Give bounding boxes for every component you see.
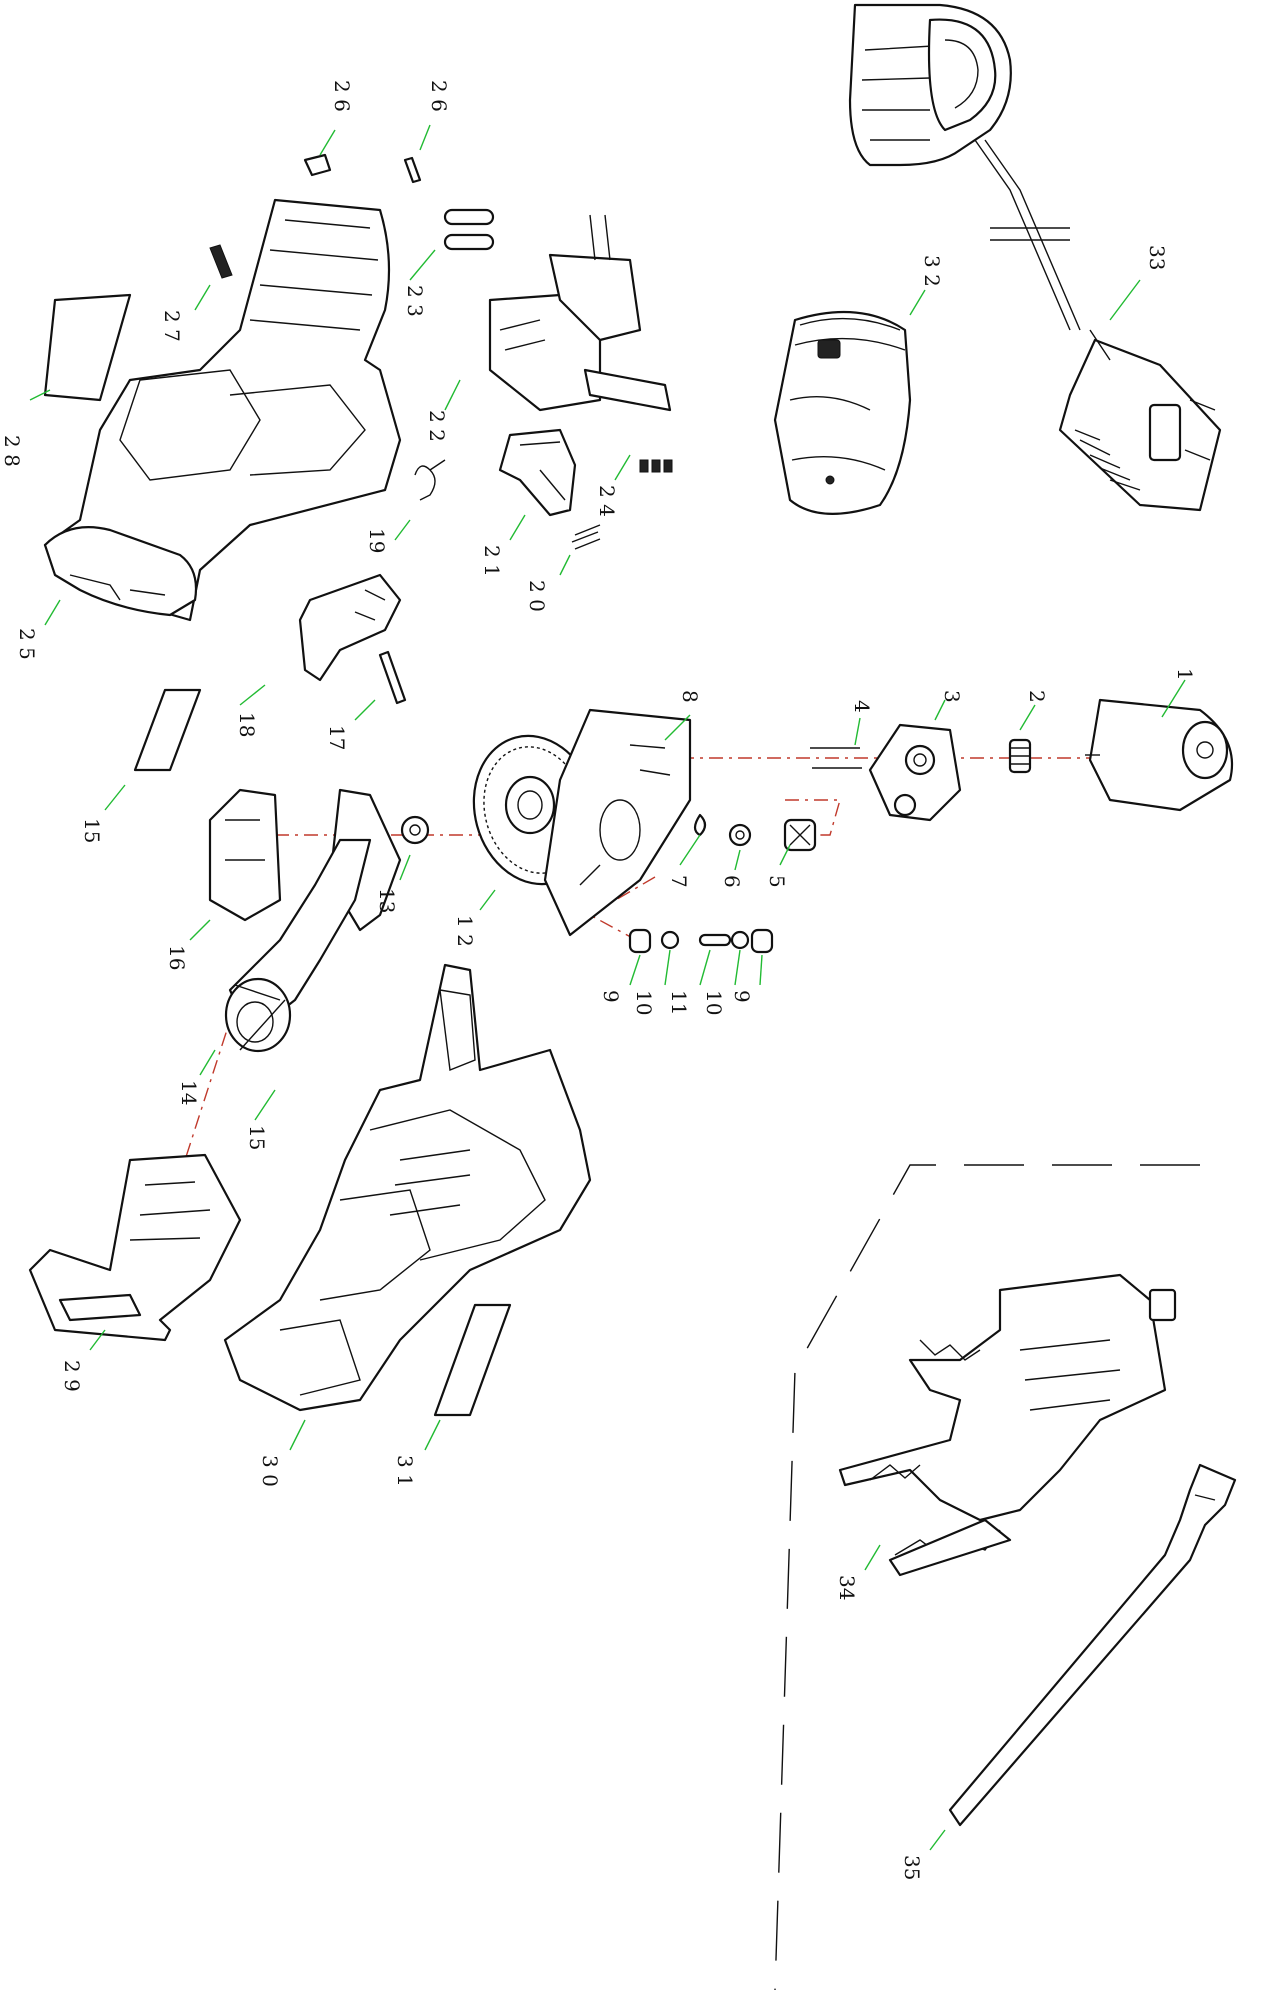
label-7: 7 <box>667 875 691 888</box>
label-15b: 15 <box>245 1125 269 1150</box>
battery <box>773 310 912 515</box>
label-31: 3 1 <box>393 1455 417 1487</box>
label-1: 1 <box>1173 668 1197 681</box>
label-24: 2 4 <box>595 485 619 517</box>
upper-housing <box>43 198 402 622</box>
charger-adapter <box>1058 329 1222 512</box>
label-17: 17 <box>325 725 349 750</box>
label-16: 16 <box>165 945 189 970</box>
label-26a: 2 6 <box>330 80 354 112</box>
leader-lines <box>29 124 1186 1851</box>
label-33: 33 <box>1145 245 1169 270</box>
label-20: 2 0 <box>525 580 549 612</box>
label-5: 5 <box>765 875 789 888</box>
label-11: 11 <box>667 990 691 1015</box>
label-35: 35 <box>900 1855 924 1880</box>
label-32: 3 2 <box>920 255 944 287</box>
label-10b: 10 <box>702 990 726 1015</box>
label-12: 1 2 <box>453 915 477 947</box>
label-19: 19 <box>365 528 389 553</box>
assembly-axes <box>184 757 1120 1161</box>
label-4: 4 <box>850 700 874 713</box>
label-10a: 10 <box>632 990 656 1015</box>
battery-pack-with-charger <box>848 3 1081 331</box>
shaft-assembly <box>224 838 372 1053</box>
label-6: 6 <box>720 875 744 888</box>
cover-plate-and-pin <box>298 573 407 705</box>
label-34: 34 <box>835 1575 859 1600</box>
trigger-and-springs <box>414 428 673 550</box>
saw-blade <box>948 1463 1237 1827</box>
label-9b: 9 <box>730 990 754 1003</box>
label-3: 3 <box>940 690 964 703</box>
jaw-attachment <box>838 1273 1177 1577</box>
label-29: 2 9 <box>60 1360 84 1392</box>
label-13: 13 <box>375 888 399 913</box>
label-9a: 9 <box>599 990 623 1003</box>
label-14: 14 <box>177 1080 201 1105</box>
label-22: 2 2 <box>425 410 449 442</box>
handle-housing <box>223 963 592 1412</box>
label-18: 18 <box>235 712 259 737</box>
base-plate <box>543 708 692 937</box>
motor-group <box>810 698 1234 822</box>
label-28: 2 8 <box>0 435 24 467</box>
label-8: 8 <box>678 690 702 703</box>
label-2: 2 <box>1025 690 1049 703</box>
label-21: 2 1 <box>480 545 504 577</box>
switch-assembly <box>488 214 672 412</box>
label-27: 2 7 <box>160 310 184 342</box>
small-parts-upper <box>43 153 495 402</box>
label-15a: 15 <box>80 818 104 843</box>
accessory-separator <box>774 1164 1200 1991</box>
shoe-and-pads <box>28 1153 512 1417</box>
part-labels: 1 2 3 4 5 6 7 8 9 9 10 10 11 1 2 13 14 1… <box>0 80 1197 1880</box>
label-23: 2 3 <box>403 285 427 317</box>
label-25: 2 5 <box>15 628 39 660</box>
label-30: 3 0 <box>258 1455 282 1487</box>
label-26b: 2 6 <box>427 80 451 112</box>
